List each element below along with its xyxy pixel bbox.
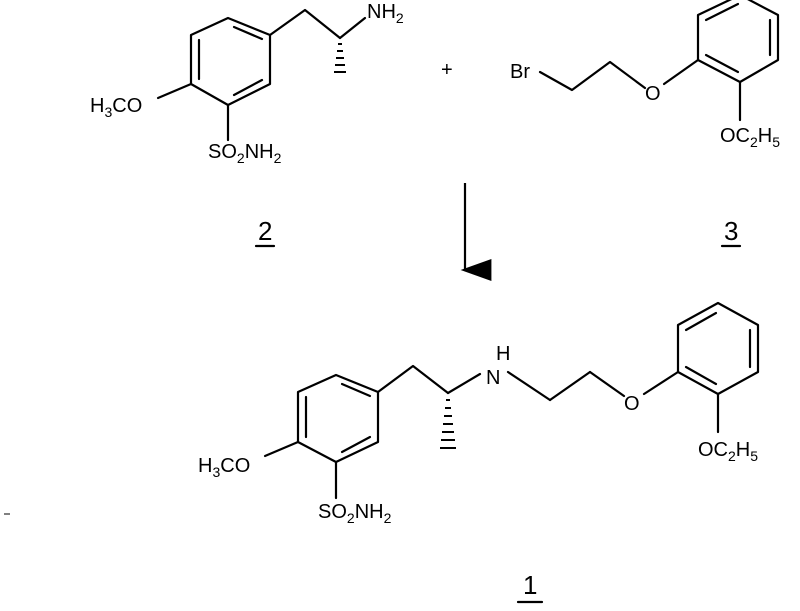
product-nh-h-label: H xyxy=(496,343,510,365)
product-ethoxy-label: OC2H5 xyxy=(698,439,758,464)
sulfonamide-label: SO2NH2 xyxy=(208,141,282,166)
product-nh-n-label: N xyxy=(486,367,500,389)
stereo-hash-bond xyxy=(334,43,346,73)
methoxy-label: H3CO xyxy=(90,95,142,120)
compound-3-structure xyxy=(538,0,780,122)
compound-2-number: 2 xyxy=(258,216,272,246)
compound-2-structure xyxy=(156,8,367,142)
product-ether-o-label: O xyxy=(624,393,640,415)
ethoxy-label: OC2H5 xyxy=(720,125,780,150)
stereo-hash-bond xyxy=(440,399,456,449)
product-1-structure xyxy=(263,301,760,500)
amine-label: NH2 xyxy=(367,1,404,26)
product-sulfonamide-label: SO2NH2 xyxy=(318,501,392,526)
ether-o-label: O xyxy=(645,83,661,105)
plus-sign: + xyxy=(441,59,453,81)
product-methoxy-label: H3CO xyxy=(198,455,250,480)
compound-3-number: 3 xyxy=(724,216,738,246)
bromo-label: Br xyxy=(510,61,530,83)
product-1-number: 1 xyxy=(523,570,537,600)
